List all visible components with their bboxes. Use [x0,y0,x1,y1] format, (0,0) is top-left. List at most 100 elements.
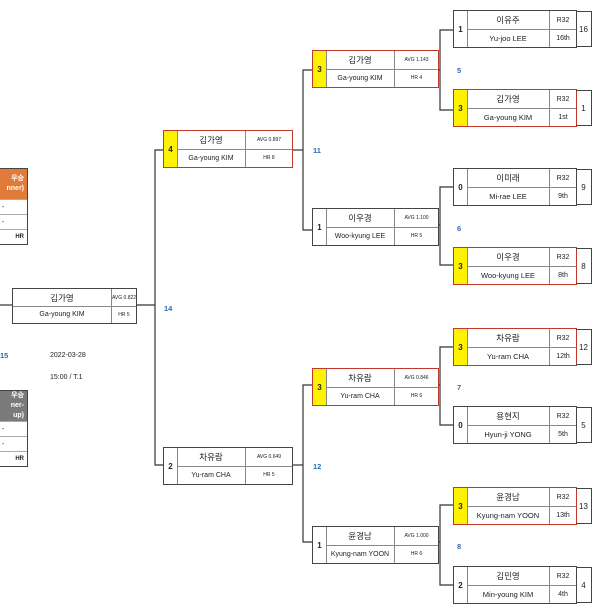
r32-3-score: 9 [576,169,592,205]
quarter-2-hr: HR 5 [394,227,438,245]
semi-match-box-1[interactable]: 4 김가영 Ga-young KIM AVG 0.897 HR 8 [163,130,293,168]
r32-2-name-ko: 김가영 [467,90,549,109]
semi-1-name-en: Ga-young KIM [188,154,234,162]
quarter-4-match-number: 8 [457,542,462,551]
semi-2-seed: 2 [164,448,178,484]
quarter-2-seed: 1 [313,209,327,245]
quarter-match-box-3[interactable]: 3 차유람 Yu-ram CHA AVG 0.846 HR 6 [312,368,439,406]
r32-6-name-en: Hyun-ji YONG [484,429,532,439]
r32-7-seed: 3 [454,488,468,524]
match-date: 2022-03-28 [50,352,86,359]
r32-4-name-en: Woo-kyung LEE [480,270,536,280]
r32-4-score: 8 [576,248,592,284]
r32-5-rank: 12th [549,347,576,365]
r32-entry-1[interactable]: 1 이유주 Yu-joo LEE R32 16th 16 [453,10,592,48]
r32-3-seed: 0 [454,169,468,205]
r32-1-name-ko: 이유주 [467,11,549,30]
semi-1-match-number: 11 [313,146,321,155]
final-hr: HR 5 [111,306,136,323]
winner-label-en: nner) [6,185,25,192]
r32-4-seed: 3 [454,248,468,284]
match-time: 15:00 / T.1 [50,374,83,381]
r32-1-score: 16 [576,11,592,47]
r32-entry-2[interactable]: 3 김가영 Ga-young KIM R32 1st 1 [453,89,592,127]
r32-2-seed: 3 [454,90,468,126]
quarter-2-name-en: Woo-kyung LEE [334,232,386,240]
r32-1-rank: 16th [549,29,576,47]
winner-label: 우승 [11,175,24,182]
semi-2-match-number: 12 [313,462,322,471]
quarter-3-name-en: Yu-ram CHA [340,392,380,400]
r32-3-name-en: Mi-rae LEE [489,191,527,201]
r32-entry-3[interactable]: 0 이미래 Mi-rae LEE R32 9th 9 [453,168,592,206]
r32-7-round: R32 [549,488,576,507]
quarter-4-avg: AVG 1.000 [394,527,438,546]
quarter-3-seed: 3 [313,369,327,405]
runnerup-hr: HR [0,451,27,466]
quarter-match-box-1[interactable]: 3 김가영 Ga-young KIM AVG 1.143 HR 4 [312,50,439,88]
semi-2-hr: HR 5 [245,466,292,484]
r32-1-seed: 1 [454,11,468,47]
r32-6-rank: 5th [549,425,576,443]
r32-8-seed: 2 [454,567,468,603]
r32-2-score: 1 [576,90,592,126]
r32-7-score: 13 [576,488,592,524]
semi-1-hr: HR 8 [245,149,292,167]
r32-1-round: R32 [549,11,576,30]
r32-5-name-en: Yu-ram CHA [486,351,530,361]
r32-5-round: R32 [549,329,576,348]
semi-2-name-ko: 차유람 [177,448,245,467]
r32-6-score: 5 [576,407,592,443]
r32-2-name-en: Ga-young KIM [483,112,533,122]
r32-5-score: 12 [576,329,592,365]
winner-panel-header: 우승 nner) [0,169,27,199]
final-match-box[interactable]: 김가영 Ga-young KIM AVG 0.822 HR 5 [12,288,137,324]
r32-7-name-ko: 윤경남 [467,488,549,507]
quarter-3-match-number: 7 [457,383,462,392]
quarter-3-hr: HR 6 [394,387,438,405]
r32-6-round: R32 [549,407,576,426]
r32-8-name-ko: 김민영 [467,567,549,586]
quarter-4-name-en: Kyung-nam YOON [330,550,390,558]
runnerup-label-en: ner-up) [10,402,24,419]
runnerup-row-1: - [0,421,27,436]
r32-entry-4[interactable]: 3 이우경 Woo-kyung LEE R32 8th 8 [453,247,592,285]
r32-entry-7[interactable]: 3 윤경남 Kyung-nam YOON R32 13th 13 [453,487,592,525]
quarter-1-avg: AVG 1.143 [394,51,438,70]
quarter-1-match-number: 5 [457,66,462,75]
winner-hr: HR [0,229,27,244]
quarter-3-name-ko: 차유람 [326,369,394,388]
quarter-match-box-4[interactable]: 1 윤경남 Kyung-nam YOON AVG 1.000 HR 6 [312,526,439,564]
r32-7-name-en: Kyung-nam YOON [476,510,540,520]
r32-8-rank: 4th [549,585,576,603]
final-name-ko: 김가영 [13,289,111,307]
quarter-1-name-ko: 김가영 [326,51,394,70]
r32-entry-8[interactable]: 2 김민영 Min-young KIM R32 4th 4 [453,566,592,604]
quarter-2-avg: AVG 1.100 [394,209,438,228]
quarter-1-name-en: Ga-young KIM [337,74,383,82]
quarter-4-hr: HR 6 [394,545,438,563]
quarter-3-avg: AVG 0.846 [394,369,438,388]
r32-7-rank: 13th [549,506,576,524]
r32-2-rank: 1st [549,108,576,126]
r32-5-name-ko: 차유람 [467,329,549,348]
r32-6-seed: 0 [454,407,468,443]
quarter-4-seed: 1 [313,527,327,563]
quarter-2-name-ko: 이우경 [326,209,394,228]
semi-match-box-2[interactable]: 2 차유람 Yu-ram CHA AVG 0.649 HR 5 [163,447,293,485]
semi-2-avg: AVG 0.649 [245,448,292,467]
winner-panel: 우승 nner) - - HR [0,168,28,245]
quarter-1-hr: HR 4 [394,69,438,87]
r32-4-name-ko: 이우경 [467,248,549,267]
r32-entry-5[interactable]: 3 차유람 Yu-ram CHA R32 12th 12 [453,328,592,366]
runnerup-label: 우승 [11,392,24,399]
r32-3-round: R32 [549,169,576,188]
quarter-match-box-2[interactable]: 1 이우경 Woo-kyung LEE AVG 1.100 HR 5 [312,208,439,246]
semi-2-name-en: Yu-ram CHA [191,471,231,479]
r32-3-rank: 9th [549,187,576,205]
r32-4-round: R32 [549,248,576,267]
winner-row-1: - [0,199,27,214]
r32-3-name-ko: 이미래 [467,169,549,188]
r32-entry-6[interactable]: 0 용현지 Hyun-ji YONG R32 5th 5 [453,406,592,444]
r32-2-round: R32 [549,90,576,109]
